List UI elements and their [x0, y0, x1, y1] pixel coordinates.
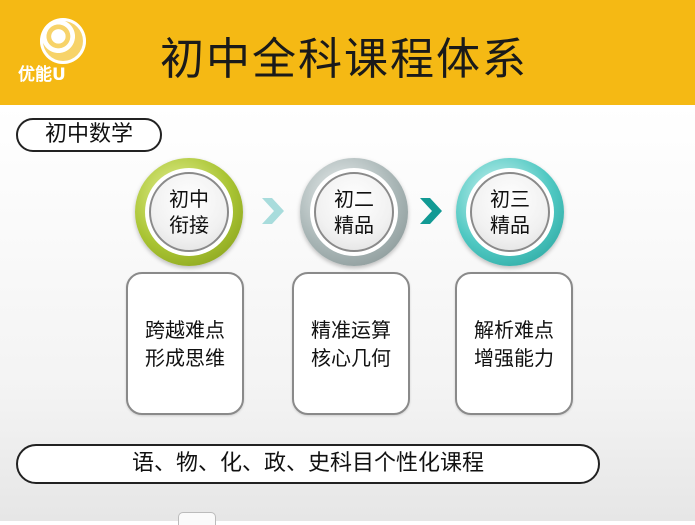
card-line-1: 跨越难点	[145, 317, 225, 342]
chevron-right-icon	[262, 198, 284, 224]
chevron-right-icon	[420, 198, 442, 224]
stage-circle-2: 初二 精品	[300, 158, 408, 266]
stage-circle-1: 初中 衔接	[135, 158, 243, 266]
stage-card-3: 解析难点 增强能力	[455, 272, 573, 415]
card-line-2: 增强能力	[474, 345, 554, 370]
stage-line-1: 初二	[334, 187, 374, 211]
stage-card-1: 跨越难点 形成思维	[126, 272, 244, 415]
stage-circle-3: 初三 精品	[456, 158, 564, 266]
stage-line-2: 精品	[490, 213, 530, 237]
stage-circle-label: 初三 精品	[470, 172, 550, 252]
slide-tab-stub	[178, 512, 216, 525]
stage-circle-label: 初二 精品	[314, 172, 394, 252]
brand-logo: 优能U	[18, 18, 98, 88]
page-title: 初中全科课程体系	[160, 34, 528, 85]
stage-line-1: 初中	[169, 187, 209, 211]
stage-line-2: 精品	[334, 213, 374, 237]
stage-line-2: 衔接	[169, 213, 209, 237]
section-label-pill: 初中数学	[16, 118, 162, 152]
stage-line-1: 初三	[490, 187, 530, 211]
stage-circle-label: 初中 衔接	[149, 172, 229, 252]
header-bar: 优能U 初中全科课程体系	[0, 0, 695, 105]
card-line-1: 精准运算	[311, 317, 391, 342]
stage-card-2: 精准运算 核心几何	[292, 272, 410, 415]
logo-text: 优能U	[18, 65, 66, 85]
card-line-2: 核心几何	[311, 345, 391, 370]
logo-mark-icon	[40, 18, 86, 64]
card-line-1: 解析难点	[474, 317, 554, 342]
card-line-2: 形成思维	[145, 345, 225, 370]
other-subjects-pill: 语、物、化、政、史科目个性化课程	[16, 444, 600, 484]
